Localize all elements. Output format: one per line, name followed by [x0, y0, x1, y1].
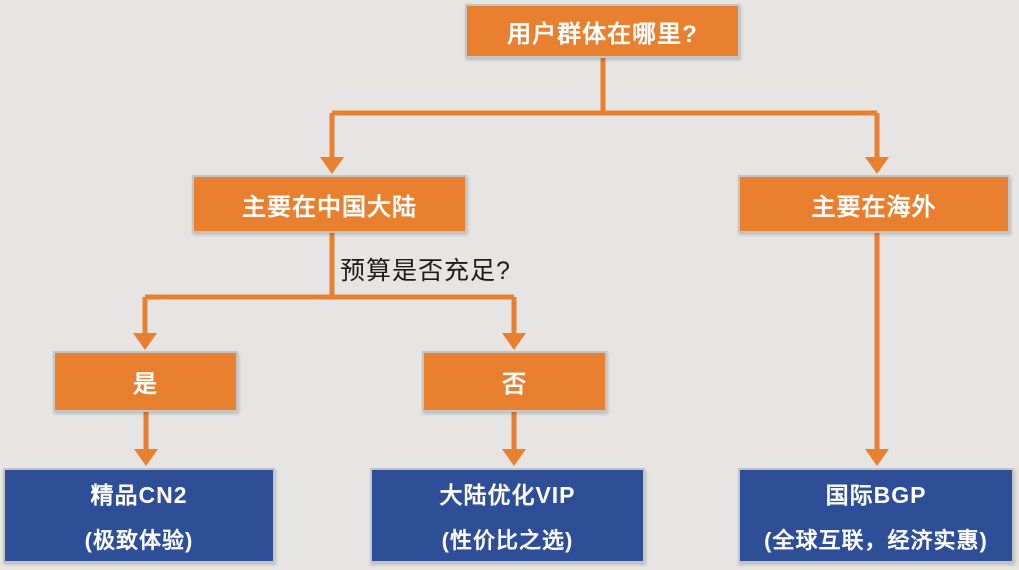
connector-root-split: [320, 56, 889, 174]
leaf-cn2-node: 精品CN2 (极致体验): [3, 468, 275, 563]
leaf-vip-subtitle: (性价比之选): [441, 528, 574, 553]
branch-mainland-node: 主要在中国大陆: [192, 175, 467, 233]
leaf-cn2-subtitle: (极致体验): [84, 528, 194, 553]
leaf-cn2-title: 精品CN2: [90, 482, 188, 508]
answer-no-node: 否: [422, 351, 607, 412]
arrow-head-to-cn2: [134, 449, 158, 466]
arrow-head-to-bgp: [865, 449, 889, 466]
budget-question-label: 预算是否充足?: [340, 257, 511, 285]
leaf-vip-node: 大陆优化VIP (性价比之选): [370, 468, 645, 563]
arrow-head-to-yes: [133, 333, 157, 350]
arrow-head-to-no: [502, 333, 526, 350]
arrow-head-to-overseas: [865, 157, 889, 174]
root-split-line: [329, 56, 880, 160]
branch-mainland-label: 主要在中国大陆: [242, 193, 417, 221]
root-question-label: 用户群体在哪里?: [507, 20, 698, 48]
root-question-node: 用户群体在哪里?: [465, 4, 740, 58]
answer-no-label: 否: [502, 371, 527, 398]
answer-yes-label: 是: [133, 371, 158, 398]
connector-yes-to-cn2: [134, 412, 158, 466]
leaf-vip-title: 大陆优化VIP: [439, 482, 576, 508]
connector-overseas-to-bgp: [865, 233, 889, 466]
leaf-bgp-node: 国际BGP (全球互联，经济实惠): [738, 468, 1014, 563]
leaf-bgp-title: 国际BGP: [825, 482, 927, 508]
branch-overseas-label: 主要在海外: [811, 193, 937, 221]
arrow-head-to-mainland: [320, 157, 344, 174]
connector-no-to-vip: [502, 412, 526, 466]
leaf-bgp-subtitle: (全球互联，经济实惠): [764, 528, 988, 553]
answer-yes-node: 是: [53, 351, 238, 412]
arrow-head-to-vip: [502, 449, 526, 466]
branch-overseas-node: 主要在海外: [738, 175, 1010, 233]
